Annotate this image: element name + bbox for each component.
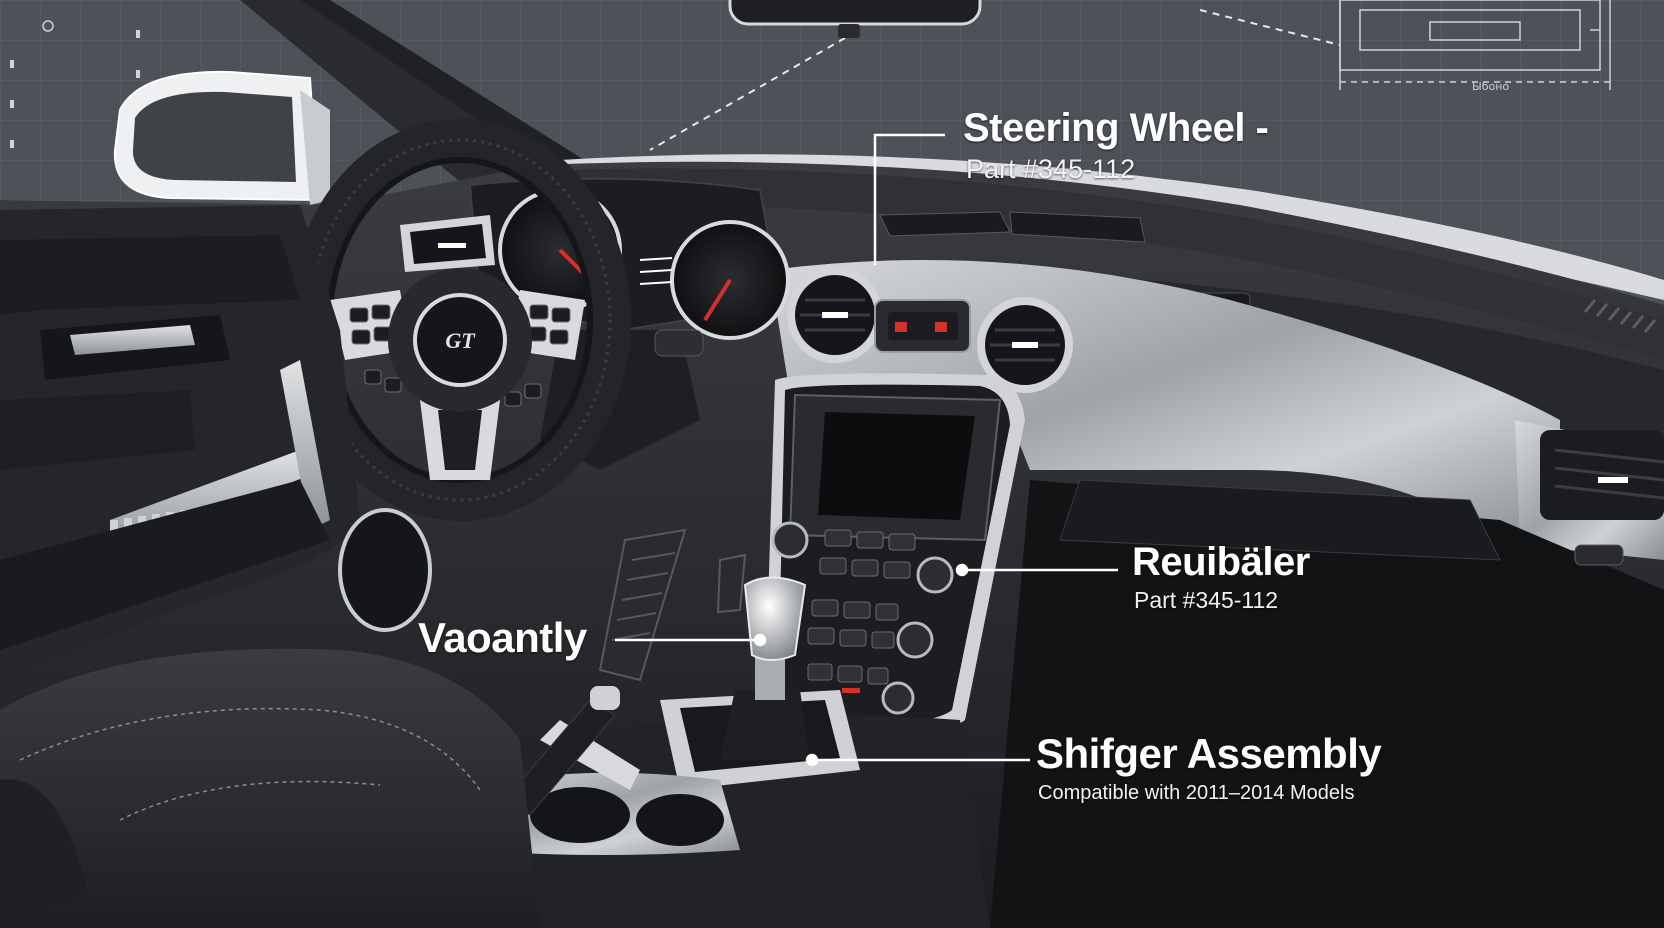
parking-brake [504, 686, 620, 816]
center-air-vent-right [977, 297, 1073, 393]
right-speaker-grille [1583, 299, 1657, 333]
center-panel-callout-part: Part #345-112 [1134, 587, 1279, 613]
steering-wheel-callout-part: Part #345-112 [966, 154, 1136, 184]
shifter-assembly-callout-title: Shifger Assembly [1036, 730, 1382, 777]
steering-wheel-callout-title: Steering Wheel - [963, 106, 1269, 150]
speedometer-gauge [670, 220, 790, 340]
shift-knob [743, 576, 807, 661]
left-control-knob [771, 521, 809, 559]
steering-wheel-emblem: GT [445, 328, 476, 353]
driver-air-vent [400, 215, 495, 272]
blueprint-leader-line [1199, 9, 1341, 46]
callout-leaders [615, 133, 1118, 767]
pedals [598, 528, 747, 682]
right-control-knob [916, 556, 954, 594]
center-panel-callout-title: Reuibäler [1132, 540, 1310, 584]
door-handle [70, 325, 195, 355]
shifter-knob-callout-title: Vaoantly [418, 614, 587, 661]
blueprint-margin-ticks [10, 20, 140, 148]
defrost-vents [879, 211, 1146, 243]
passenger-footwell [990, 479, 1664, 928]
lower-right-knob [896, 621, 934, 659]
door-panel [0, 205, 432, 680]
cup-holder-left [530, 787, 630, 843]
shifter [720, 576, 810, 760]
rearview-mirror [728, 0, 982, 38]
climate-button-rows [807, 529, 916, 685]
hazard-switch-panel [874, 299, 971, 353]
side-mirror [113, 70, 330, 205]
center-stack [765, 373, 1025, 740]
mirror-leader-line [649, 37, 846, 151]
infotainment-screen [818, 412, 975, 520]
shifter-assembly-callout-compat: Compatible with 2011–2014 Models [1038, 782, 1355, 804]
bottom-right-knob [881, 681, 915, 715]
driver-seat [0, 648, 540, 928]
blueprint-corner-label: Ыбоно [1472, 80, 1510, 93]
center-air-vent-left [787, 267, 883, 363]
door-speaker [338, 508, 432, 632]
cup-holder-right [636, 794, 724, 846]
